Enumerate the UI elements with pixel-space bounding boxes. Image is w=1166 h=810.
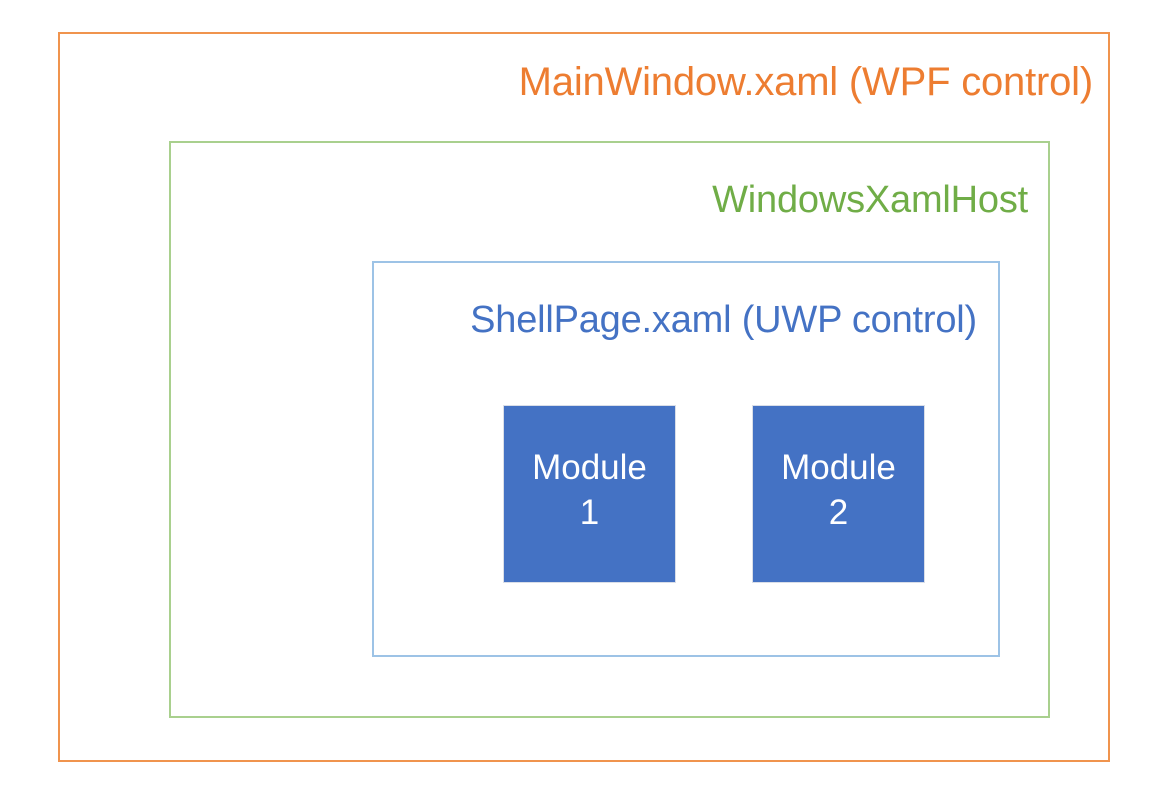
modules-row: Module 1 Module 2 <box>374 263 998 655</box>
wpf-container-box: MainWindow.xaml (WPF control) WindowsXam… <box>58 32 1110 762</box>
wpf-container-label: MainWindow.xaml (WPF control) <box>518 60 1094 104</box>
windows-xaml-host-label: WindowsXamlHost <box>712 179 1028 221</box>
windows-xaml-host-container-box: WindowsXamlHost ShellPage.xaml (UWP cont… <box>169 141 1050 718</box>
module-2-label-line-1: Module <box>781 448 896 487</box>
module-1-label-line-1: Module <box>532 448 647 487</box>
shellpage-container-label: ShellPage.xaml (UWP control) <box>470 299 977 341</box>
module-2-box[interactable]: Module 2 <box>752 405 925 583</box>
shellpage-container-box: ShellPage.xaml (UWP control) Module 1 Mo… <box>372 261 1000 657</box>
module-1-box[interactable]: Module 1 <box>503 405 676 583</box>
module-2-label-line-2: 2 <box>828 493 849 532</box>
module-1-label-line-2: 1 <box>579 493 600 532</box>
